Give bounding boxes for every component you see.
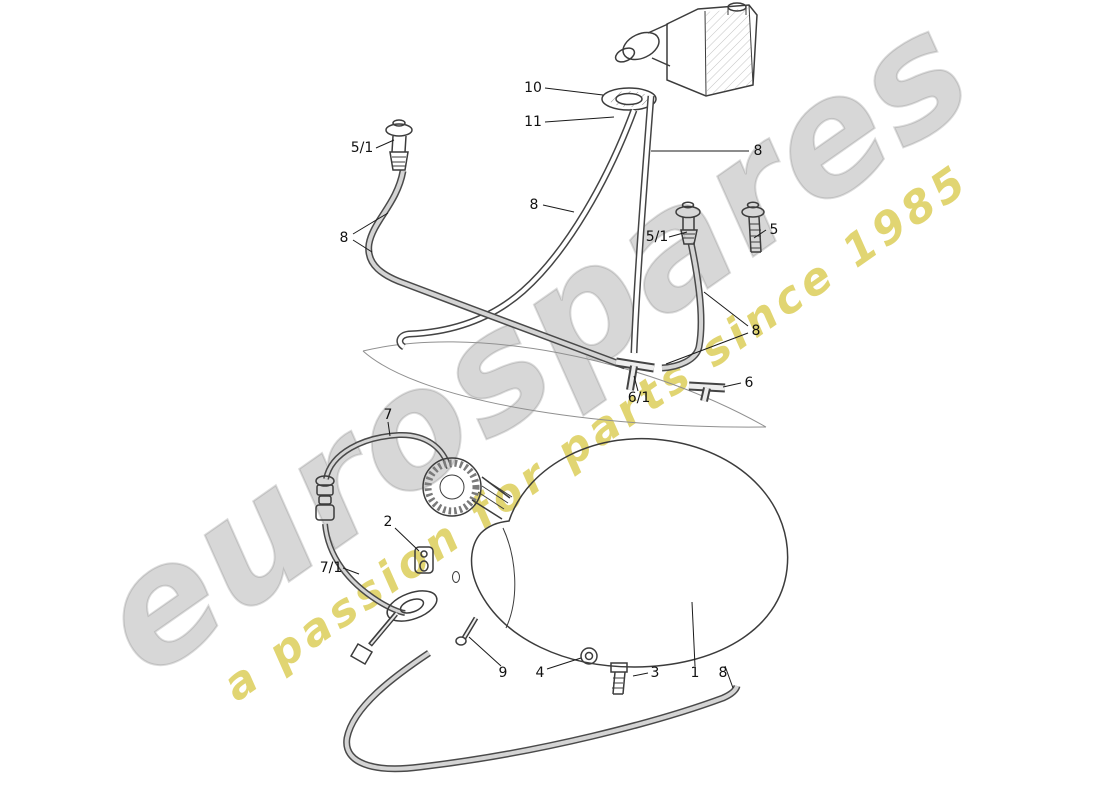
part-label-8-bottom-right: 8 bbox=[718, 665, 728, 681]
part-label-1: 1 bbox=[690, 665, 700, 681]
part-label-8-center: 8 bbox=[529, 197, 539, 213]
tee-connector-6-1 bbox=[615, 357, 655, 391]
part-label-5-1-top-left: 5/1 bbox=[350, 140, 374, 156]
part-label-6-1: 6/1 bbox=[627, 390, 651, 406]
grommet-part-10 bbox=[601, 87, 657, 111]
cowl-outline bbox=[362, 341, 767, 428]
filler-hose-7 bbox=[323, 431, 452, 480]
pump-tube bbox=[630, 95, 655, 354]
part-label-5-1-right: 5/1 bbox=[645, 229, 669, 245]
part-label-11: 11 bbox=[524, 114, 542, 130]
nozzle-left-5-1 bbox=[385, 119, 413, 171]
washer-pump-assembly bbox=[614, 2, 758, 97]
pipe-part-11 bbox=[396, 108, 638, 351]
tee-connector-6 bbox=[688, 381, 726, 402]
filler-cap bbox=[422, 457, 513, 520]
hose-right bbox=[661, 242, 705, 372]
hose-7-1 bbox=[322, 523, 406, 616]
reservoir-1 bbox=[452, 437, 789, 668]
part-label-4: 4 bbox=[535, 665, 545, 681]
part-label-7: 7 bbox=[383, 407, 393, 423]
washer-4 bbox=[580, 647, 598, 665]
suction-fitting-9 bbox=[349, 590, 438, 666]
nozzle-spare-5 bbox=[741, 201, 765, 253]
bolt-3 bbox=[610, 662, 628, 695]
part-label-7-1: 7/1 bbox=[319, 560, 343, 576]
part-label-9: 9 bbox=[498, 665, 508, 681]
nozzle-right-5-1 bbox=[675, 201, 701, 245]
part-label-8-top-right: 8 bbox=[753, 143, 763, 159]
part-label-3: 3 bbox=[650, 665, 660, 681]
clip-2 bbox=[414, 546, 434, 574]
leader-lines bbox=[342, 87, 767, 689]
part-label-8-left: 8 bbox=[339, 230, 349, 246]
part-label-2: 2 bbox=[383, 514, 393, 530]
bottom-hose-8 bbox=[343, 650, 741, 773]
part-label-5: 5 bbox=[769, 222, 779, 238]
part-label-8-mid-right: 8 bbox=[751, 323, 761, 339]
part-label-6: 6 bbox=[744, 375, 754, 391]
part-label-10: 10 bbox=[524, 80, 542, 96]
hose-connector-stack bbox=[315, 475, 335, 521]
